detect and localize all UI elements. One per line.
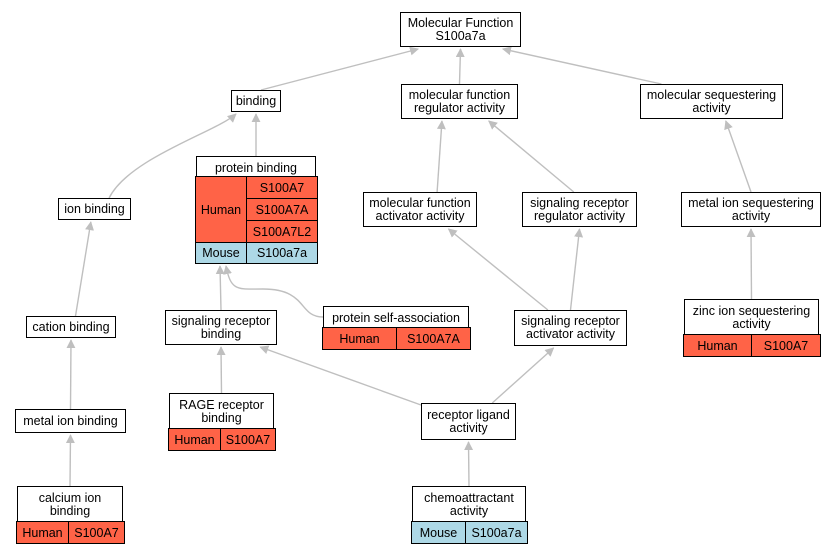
node-title-line1: zinc ion sequestering [692, 304, 811, 318]
edge-ligand-to-sig_activator [491, 347, 555, 404]
node-title-line1: RAGE receptor [179, 398, 264, 412]
species-cell-human: Human [16, 521, 69, 544]
edge-sig_regulator-to-mf_regulator [488, 120, 575, 193]
node-metal-ion-binding[interactable]: metal ion binding [15, 409, 126, 433]
gene-cell: S100A7 [751, 334, 821, 357]
node-signaling-receptor-activator-activity[interactable]: signaling receptor activator activity [514, 310, 627, 346]
node-title-line2: binding [200, 326, 242, 341]
node-molecular-function[interactable]: Molecular Function S100a7a [400, 12, 521, 47]
edge-zinc_ion_seq-to-metal_ion_seq [746, 228, 756, 300]
gene-cell: S100A7 [220, 428, 276, 451]
node-title-line1: signaling receptor [530, 195, 629, 210]
edge-metal_ion_binding-to-cation_binding [66, 339, 76, 410]
node-title-line2: activity [449, 504, 489, 518]
node-title-line1: calcium ion [38, 491, 102, 505]
edge-metal_ion_seq-to-mol_seq [724, 120, 752, 193]
edge-calcium-to-metal_ion_binding [65, 434, 75, 487]
edge-sig_activator-to-mf_activator [447, 228, 549, 311]
node-title-line1: ion binding [64, 201, 125, 216]
edge-chemo-to-ligand [464, 441, 474, 487]
gene-cell: S100A7A [246, 198, 318, 221]
gene-cell: S100A7A [396, 327, 471, 350]
edge-mf_activator-to-mf_regulator [436, 120, 446, 193]
edge-sig_binding-to-protein_binding [215, 265, 225, 311]
node-title-line2: binding [49, 504, 91, 518]
edge-rage-to-sig_binding [216, 346, 226, 394]
node-zinc-ion-sequestering-activity[interactable]: zinc ion sequestering activity Human S10… [683, 299, 821, 357]
species-cell-mouse: Mouse [411, 521, 466, 544]
node-ion-binding[interactable]: ion binding [58, 198, 131, 220]
node-rage-receptor-binding[interactable]: RAGE receptor binding Human S100A7 [168, 393, 276, 451]
edge-mf_regulator-to-mf_root [455, 48, 465, 85]
gene-cell: S100a7a [246, 242, 318, 264]
node-molecular-function-regulator-activity[interactable]: molecular function regulator activity [401, 84, 518, 119]
node-title-line2: activity [692, 100, 731, 115]
node-title-line2: binding [201, 411, 242, 425]
node-calcium-ion-binding[interactable]: calcium ion binding Human S100A7 [16, 486, 125, 544]
edge-binding-to-mf_root [260, 46, 420, 91]
edge-ligand-to-sig_binding [259, 345, 422, 406]
node-chemoattractant-activity[interactable]: chemoattractant activity Mouse S100a7a [411, 486, 528, 544]
node-binding[interactable]: binding [231, 90, 281, 112]
node-title-line2: activity [449, 420, 488, 435]
node-title-line1: signaling receptor [521, 314, 620, 328]
node-receptor-ligand-activity[interactable]: receptor ligand activity [421, 403, 516, 440]
gene-cell: S100A7 [68, 521, 125, 544]
species-cell-human: Human [168, 428, 221, 451]
species-cell-human: Human [683, 334, 752, 357]
node-title-line2: regulator activity [413, 100, 505, 115]
edge-ion_binding-to-binding [108, 113, 237, 199]
gene-cell: S100a7a [465, 521, 528, 544]
node-molecular-function-activator-activity[interactable]: molecular function activator activity [363, 192, 477, 227]
node-title-line2: S100a7a [435, 28, 486, 43]
node-title-line1: molecular sequestering [646, 87, 777, 102]
edge-sig_activator-to-sig_regulator [569, 228, 584, 311]
node-cation-binding[interactable]: cation binding [26, 316, 116, 338]
node-title-line2: activity [732, 317, 771, 331]
node-protein-self-association[interactable]: protein self-association Human S100A7A [322, 306, 471, 350]
node-title-line1: protein binding [214, 160, 297, 175]
node-title-line1: molecular function [369, 195, 471, 210]
node-protein-binding[interactable]: protein binding Human S100A7 S100A7A S10… [195, 156, 318, 264]
node-title-line1: cation binding [32, 319, 110, 334]
node-metal-ion-sequestering-activity[interactable]: metal ion sequestering activity [681, 192, 821, 227]
node-signaling-receptor-regulator-activity[interactable]: signaling receptor regulator activity [522, 192, 637, 227]
node-title-line1: chemoattractant [424, 491, 514, 505]
gene-cell: S100A7 [246, 176, 318, 199]
node-title-line1: binding [235, 93, 277, 108]
edge-self_assoc-to-protein_binding [223, 265, 324, 318]
node-title-line2: regulator activity [533, 208, 625, 223]
node-title-line1: receptor ligand [427, 407, 510, 422]
node-title-line2: activity [731, 208, 771, 223]
node-title-line1: Molecular Function [407, 15, 514, 30]
edge-mol_seq-to-mf_root [501, 46, 662, 85]
gene-cell: S100A7L2 [246, 220, 318, 243]
node-title-line1: protein self-association [332, 310, 460, 325]
species-cell-human: Human [322, 327, 397, 350]
node-title-line1: metal ion binding [23, 413, 118, 428]
node-title-line2: activator activity [375, 208, 465, 223]
species-cell-human: Human [195, 176, 247, 243]
species-cell-mouse: Mouse [195, 242, 247, 264]
edge-cation_binding-to-ion_binding [74, 221, 94, 317]
node-title-line1: signaling receptor [171, 313, 271, 328]
node-title-line1: metal ion sequestering [688, 195, 814, 210]
node-title-line1: molecular function [408, 87, 511, 102]
node-molecular-sequestering-activity[interactable]: molecular sequestering activity [640, 84, 783, 119]
node-title-line2: activator activity [526, 327, 615, 341]
node-signaling-receptor-binding[interactable]: signaling receptor binding [165, 310, 277, 345]
